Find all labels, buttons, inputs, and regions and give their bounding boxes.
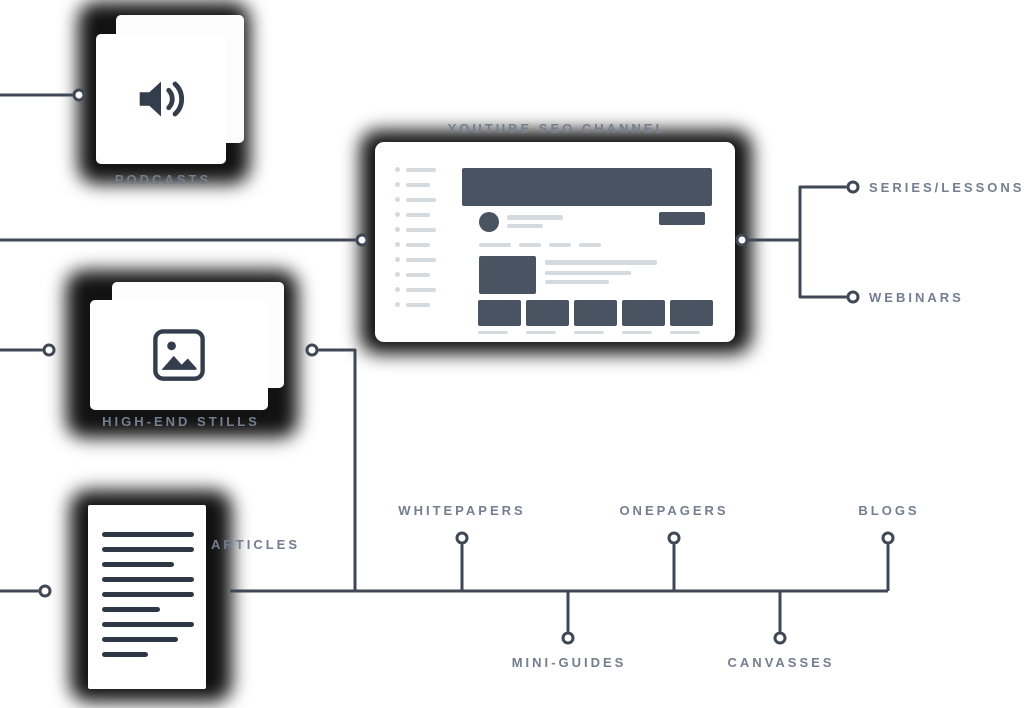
video-thumbnail — [574, 300, 617, 326]
node-circle-blogs — [881, 531, 895, 545]
sidebar-menu-item — [395, 257, 436, 262]
label-webinars: WEBINARS — [869, 290, 964, 305]
video-thumbnail — [670, 300, 713, 326]
label-podcasts: PODCASTS — [114, 172, 212, 187]
label-high-end-stills: HIGH-END STILLS — [102, 414, 260, 429]
channel-tab-line — [549, 243, 571, 247]
speaker-icon — [139, 81, 185, 117]
featured-video-desc-line — [545, 280, 609, 284]
label-series-lessons: SERIES/LESSONS — [869, 180, 1024, 195]
channel-tab-line — [519, 243, 541, 247]
label-whitepapers: WHITEPAPERS — [398, 503, 526, 518]
subscribe-button — [659, 212, 705, 225]
featured-video-title-line — [545, 260, 657, 265]
edge-stills-to-rail — [318, 348, 357, 591]
video-thumbnail — [478, 300, 521, 326]
video-title-line — [622, 331, 652, 334]
channel-banner — [462, 168, 712, 206]
node-circle-series — [846, 180, 860, 194]
video-thumbnail — [622, 300, 665, 326]
node-circle-webinars — [846, 290, 860, 304]
sidebar-menu-item — [395, 212, 430, 217]
featured-video-desc-line — [545, 271, 631, 275]
channel-avatar — [479, 212, 499, 232]
sidebar-menu-item — [395, 287, 436, 292]
channel-tab-line — [479, 243, 511, 247]
node-circle-stills-left — [42, 343, 56, 357]
node-circle-miniguides — [561, 631, 575, 645]
node-circle-articles — [38, 584, 52, 598]
label-canvasses: CANVASSES — [727, 655, 835, 670]
video-title-line — [526, 331, 556, 334]
featured-video-thumbnail — [479, 256, 536, 294]
video-title-line — [574, 331, 604, 334]
label-articles: ARTICLES — [211, 537, 300, 552]
sidebar-menu-item — [395, 302, 430, 307]
label-youtube-channel: YOUTUBE SEO CHANNEL — [447, 121, 667, 136]
channel-subscribers-line — [507, 224, 543, 228]
node-circle-onepagers — [667, 531, 681, 545]
label-blogs: BLOGS — [858, 503, 920, 518]
sidebar-menu-item — [395, 167, 436, 172]
youtube-channel-mockup — [375, 142, 735, 342]
video-title-line — [478, 331, 508, 334]
label-onepagers: ONEPAGERS — [619, 503, 729, 518]
node-circle-stills-right — [305, 343, 319, 357]
label-mini-guides: MINI-GUIDES — [511, 655, 627, 670]
sidebar-menu-item — [395, 197, 436, 202]
podcasts-card — [96, 34, 226, 164]
video-thumbnail — [526, 300, 569, 326]
node-circle-canvasses — [773, 631, 787, 645]
node-circle-whitepapers — [455, 531, 469, 545]
channel-name-line — [507, 215, 563, 220]
channel-tab-line — [579, 243, 601, 247]
sidebar-menu-item — [395, 242, 430, 247]
video-title-line — [670, 331, 700, 334]
stills-card — [90, 300, 268, 410]
articles-document — [88, 505, 206, 689]
sidebar-menu-item — [395, 227, 436, 232]
edge-right-branch — [798, 185, 847, 299]
image-icon — [153, 329, 205, 381]
sidebar-menu-item — [395, 182, 430, 187]
sidebar-menu-item — [395, 272, 430, 277]
